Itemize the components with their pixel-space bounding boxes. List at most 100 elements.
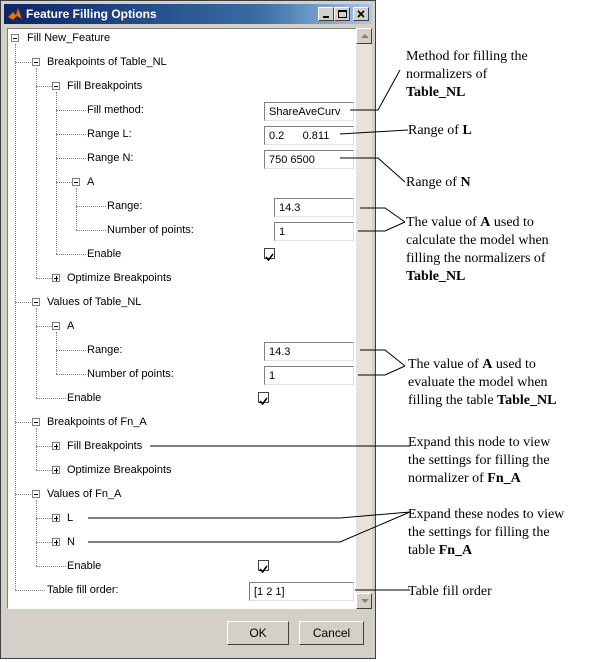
annotation-expand-nodes: Expand these nodes to view the settings … xyxy=(408,506,564,560)
tree-line xyxy=(36,470,52,471)
enable-checkbox[interactable] xyxy=(264,248,275,262)
annotation-text: The value of xyxy=(406,215,481,230)
minimize-icon xyxy=(323,16,329,18)
scroll-down-button[interactable] xyxy=(356,593,372,609)
options-tree-panel[interactable] xyxy=(7,28,372,609)
tree-node-breakpoints-fn-a[interactable]: Breakpoints of Fn_A xyxy=(47,416,147,428)
scroll-up-button[interactable] xyxy=(356,28,372,44)
a-points-label: Number of points: xyxy=(107,224,194,236)
fill-method-select[interactable]: ShareAveCurv xyxy=(264,102,354,121)
collapse-icon[interactable] xyxy=(72,178,80,186)
annotation-bold: A xyxy=(480,215,491,230)
expand-icon[interactable] xyxy=(52,274,60,282)
a-points-input[interactable]: 1 xyxy=(264,366,354,385)
annotation-text: table xyxy=(408,543,439,558)
tree-line xyxy=(36,446,52,447)
maximize-button[interactable] xyxy=(334,7,350,21)
annotation-a-evaluate: The value of A used to evaluate the mode… xyxy=(408,356,556,410)
tree-line xyxy=(15,44,16,590)
a-points-input[interactable]: 1 xyxy=(274,222,354,241)
tree-line xyxy=(56,350,86,351)
collapse-icon[interactable] xyxy=(52,322,60,330)
collapse-icon[interactable] xyxy=(32,58,40,66)
checkmark-icon xyxy=(259,397,268,406)
a-points-label: Number of points: xyxy=(87,368,174,380)
collapse-icon[interactable] xyxy=(32,490,40,498)
annotation-bold: Table_NL xyxy=(406,269,466,284)
a-range-label: Range: xyxy=(87,344,123,356)
annotation-text: Range of xyxy=(406,175,461,190)
tree-node-optimize-breakpoints[interactable]: Optimize Breakpoints xyxy=(67,464,172,476)
annotation-bold: Table_NL xyxy=(497,393,557,408)
tree-node-values-table-nl[interactable]: Values of Table_NL xyxy=(47,296,142,308)
checkmark-icon xyxy=(259,565,268,574)
tree-line xyxy=(36,566,66,567)
annotation-range-l: Range of L xyxy=(408,122,472,140)
expand-icon[interactable] xyxy=(52,442,60,450)
expand-icon[interactable] xyxy=(52,538,60,546)
annotation-bold: Fn_A xyxy=(487,471,521,486)
range-n-label: Range N: xyxy=(87,152,134,164)
enable-checkbox[interactable] xyxy=(258,560,269,574)
range-n-input[interactable]: 750 6500 xyxy=(264,150,354,169)
collapse-icon[interactable] xyxy=(11,34,19,42)
annotation-line: the settings for filling the xyxy=(408,453,550,468)
close-button[interactable] xyxy=(353,7,369,21)
tree-node-fill-breakpoints[interactable]: Fill Breakpoints xyxy=(67,80,143,92)
enable-checkbox[interactable] xyxy=(258,392,269,406)
tree-node-optimize-breakpoints[interactable]: Optimize Breakpoints xyxy=(67,272,172,284)
tree-line xyxy=(76,188,77,230)
enable-label: Enable xyxy=(67,392,102,404)
tree-node-fill-breakpoints[interactable]: Fill Breakpoints xyxy=(67,440,143,452)
collapse-icon[interactable] xyxy=(32,298,40,306)
tree-node-fill-new-feature[interactable]: Fill New_Feature xyxy=(27,32,111,44)
enable-label: Enable xyxy=(87,248,122,260)
cancel-button[interactable]: Cancel xyxy=(299,621,364,645)
ok-button[interactable]: OK xyxy=(227,621,289,645)
tree-line xyxy=(56,110,86,111)
tree-node-a[interactable]: A xyxy=(67,320,75,332)
a-range-input[interactable]: 14.3 xyxy=(274,198,354,217)
expand-icon[interactable] xyxy=(52,514,60,522)
annotation-text: used to xyxy=(490,215,534,230)
minimize-button[interactable] xyxy=(318,7,334,21)
tree-line xyxy=(15,590,45,591)
annotation-line: the settings for filling the xyxy=(408,525,550,540)
title-bar[interactable]: Feature Filling Options xyxy=(4,4,372,24)
annotation-bold: L xyxy=(462,123,472,138)
table-fill-order-input[interactable]: [1 2 1] xyxy=(249,582,354,601)
annotation-text: used to xyxy=(492,357,536,372)
collapse-icon[interactable] xyxy=(32,418,40,426)
annotation-line: Expand this node to view xyxy=(408,435,551,450)
tree-node-breakpoints-table-nl[interactable]: Breakpoints of Table_NL xyxy=(47,56,167,68)
tree-line xyxy=(15,494,31,495)
tree-line xyxy=(36,518,52,519)
tree-node-l[interactable]: L xyxy=(67,512,74,524)
collapse-icon[interactable] xyxy=(52,82,60,90)
tree-line xyxy=(36,278,52,279)
annotation-line: evaluate the model when xyxy=(408,375,548,390)
tree-node-n[interactable]: N xyxy=(67,536,75,548)
annotation-line: calculate the model when xyxy=(406,233,549,248)
tree-line xyxy=(76,206,106,207)
tree-line xyxy=(56,332,57,374)
annotation-bold: N xyxy=(460,175,471,190)
tree-node-values-fn-a[interactable]: Values of Fn_A xyxy=(47,488,122,500)
range-l-input[interactable]: 0.2 0.811 xyxy=(264,126,354,145)
fill-method-label: Fill method: xyxy=(87,104,144,116)
tree-line xyxy=(36,86,52,87)
tree-node-a[interactable]: A xyxy=(87,176,95,188)
vertical-scrollbar[interactable] xyxy=(356,28,372,609)
tree-line xyxy=(56,182,72,183)
annotation-fill-method: Method for filling the normalizers of Ta… xyxy=(406,48,528,102)
tree-line xyxy=(76,230,106,231)
tree-line xyxy=(56,134,86,135)
expand-icon[interactable] xyxy=(52,466,60,474)
tree-line xyxy=(56,254,86,255)
annotation-expand-node: Expand this node to view the settings fo… xyxy=(408,434,550,488)
tree-line xyxy=(56,374,86,375)
annotation-bold: Table_NL xyxy=(406,85,466,100)
tree-line xyxy=(56,158,86,159)
a-range-input[interactable]: 14.3 xyxy=(264,342,354,361)
